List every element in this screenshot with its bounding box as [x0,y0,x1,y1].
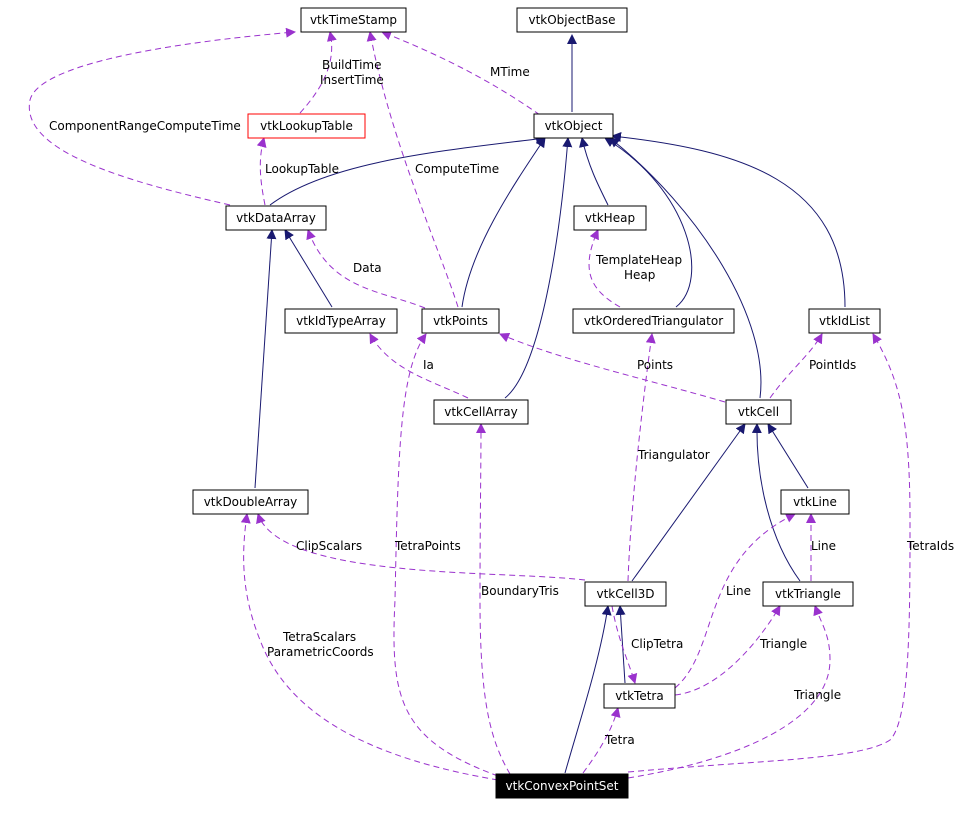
edge-convex-idlist [627,333,911,773]
edge-object-timestamp-mtime [381,30,541,116]
label-boundary-tris: BoundaryTris [481,584,559,598]
label-line-2: Line [811,539,836,553]
label-triangulator: Triangulator [637,448,710,462]
edge-cell3d-orderedtri [627,333,656,582]
node-vtkidtypearray[interactable]: vtkIdTypeArray [284,308,398,334]
edge-lookuptable-timestamp [299,31,337,114]
edge-points-object [461,137,546,308]
label-build-time: BuildTime [322,58,382,72]
label-template-heap: TemplateHeap [595,253,682,267]
node-vtklookuptable[interactable]: vtkLookupTable [247,113,366,139]
node-label: vtkObject [545,119,603,133]
node-vtkline[interactable]: vtkLine [780,489,850,515]
edge-convex-cell3d [564,605,612,774]
edge-doublearray-dataarray [254,229,277,489]
node-label: vtkObjectBase [528,13,615,27]
node-vtkdoublearray[interactable]: vtkDoubleArray [192,489,309,515]
label-triangle: Triangle [759,637,807,651]
label-compute-time: ComputeTime [415,162,499,176]
label-parametric-coords: ParametricCoords [267,645,374,659]
edge-cellarray-object [504,137,573,399]
node-label: vtkOrderedTriangulator [584,314,723,328]
label-insert-time: InsertTime [320,73,384,87]
label-tetra: Tetra [604,733,635,747]
edge-heap-object [579,137,609,206]
label-clip-tetra: ClipTetra [631,637,683,651]
node-vtkcellarray[interactable]: vtkCellArray [433,399,529,425]
label-line: Line [726,584,751,598]
label-component-range: ComponentRangeComputeTime [49,119,241,133]
edge-cell-idlist [769,333,823,399]
edge-tetra-triangle [674,605,781,696]
node-label: vtkDataArray [236,211,316,225]
edge-dataarray-object [269,134,546,206]
label-data: Data [353,261,382,275]
edge-cell-points [499,332,726,403]
label-tetra-ids: TetraIds [906,539,954,553]
node-vtkcell[interactable]: vtkCell [725,399,792,425]
edge-cell-object [609,137,762,399]
label-mtime: MTime [490,65,530,79]
node-vtkcell3d[interactable]: vtkCell3D [584,581,667,607]
edge-convex-doublearray [240,513,499,781]
label-tetra-scalars: TetraScalars [282,630,356,644]
node-vtkobject[interactable]: vtkObject [533,113,614,139]
edge-idlist-object [611,132,846,308]
node-label: vtkLine [793,495,837,509]
node-vtktriangle[interactable]: vtkTriangle [762,581,854,607]
node-label: vtkLookupTable [260,119,353,133]
node-vtkdataarray[interactable]: vtkDataArray [225,205,327,231]
edge-orderedtri-heap [588,229,621,308]
node-vtkorderedtriangulator[interactable]: vtkOrderedTriangulator [572,308,735,334]
label-point-ids: PointIds [809,358,856,372]
edge-idtypearray-dataarray [284,229,333,308]
label-heap: Heap [624,268,655,282]
node-vtktetra[interactable]: vtkTetra [603,683,676,709]
edge-dataarray-lookuptable [256,137,267,206]
node-label: vtkIdTypeArray [296,314,386,328]
node-label: vtkCellArray [444,405,518,419]
edge-dataarray-timestamp [28,27,296,206]
node-label: vtkTimeStamp [310,13,397,27]
node-vtkobjectbase[interactable]: vtkObjectBase [516,7,628,33]
label-tetra-points: TetraPoints [394,539,461,553]
edge-cell3d-cell [631,423,746,582]
node-label: vtkConvexPointSet [506,779,619,793]
edge-line-cell [767,423,809,489]
node-vtkpoints[interactable]: vtkPoints [421,308,500,334]
node-label: vtkHeap [585,211,635,225]
label-clip-scalars: ClipScalars [296,539,362,553]
node-label: vtkTetra [615,689,663,703]
node-vtkconvexpointset[interactable]: vtkConvexPointSet [495,773,629,799]
edge-cell3d-doublearray [256,513,586,581]
node-vtktimestamp[interactable]: vtkTimeStamp [300,7,407,33]
node-label: vtkDoubleArray [204,495,298,509]
node-label: vtkIdList [819,314,870,328]
edge-triangle-cell [751,423,801,582]
label-lookup-table: LookupTable [265,162,339,176]
edge-orderedtri-object [604,137,693,308]
label-triangle-2: Triangle [793,688,841,702]
node-label: vtkCell [738,405,779,419]
label-points: Points [637,358,673,372]
node-label: vtkCell3D [596,587,654,601]
edge-convex-cellarray [475,423,511,775]
node-label: vtkPoints [433,314,488,328]
edge-tetra-cell3d [615,605,626,684]
edge-cellarray-idtypearray [369,333,469,399]
node-vtkheap[interactable]: vtkHeap [573,205,647,231]
edge-cell3d-tetra [611,605,638,684]
label-ia: Ia [423,358,434,372]
edge-convex-triangle [627,605,831,779]
node-label: vtkTriangle [775,587,841,601]
edge-tetra-line [674,513,796,689]
node-vtkidlist[interactable]: vtkIdList [808,308,881,334]
edge-points-dataarray [306,229,426,309]
